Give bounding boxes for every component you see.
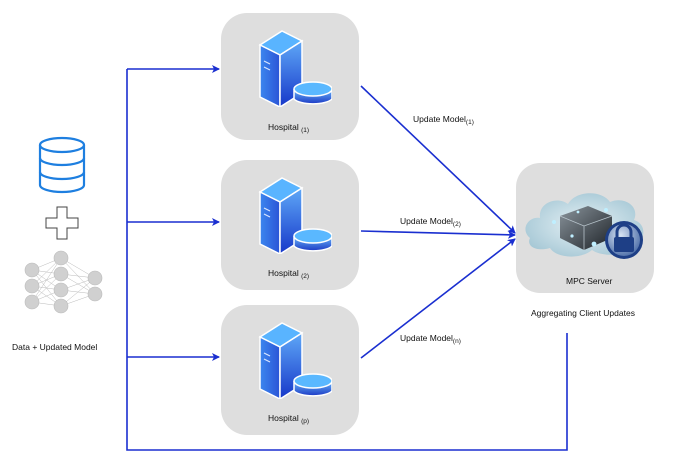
hospital-name: Hospital xyxy=(268,413,299,423)
distribution-trunk xyxy=(126,69,568,451)
update-label-1: Update Model(1) xyxy=(413,114,474,126)
hospital-index: (2) xyxy=(301,273,310,280)
server-icon-2 xyxy=(258,177,332,254)
update-name: Update Model xyxy=(400,333,453,343)
server-icon-p xyxy=(258,322,332,399)
update-name: Update Model xyxy=(400,216,453,226)
neural-network-icon xyxy=(24,250,103,314)
cloud-server-icon xyxy=(525,193,644,259)
update-arrow-n xyxy=(360,238,516,359)
update-arrow-1 xyxy=(360,85,516,234)
plus-icon xyxy=(45,206,79,240)
hospital-label-p: Hospital (p) xyxy=(268,413,309,425)
update-arrow-2 xyxy=(360,230,516,239)
hospital-index: (p) xyxy=(301,418,310,425)
hospital-name: Hospital xyxy=(268,122,299,132)
update-index: (2) xyxy=(452,221,461,228)
mpc-server-label: MPC Server xyxy=(566,276,613,286)
hospital-label-1: Hospital (1) xyxy=(268,122,309,134)
server-icon-1 xyxy=(258,30,332,107)
database-icon xyxy=(38,136,86,194)
hospital-index: (1) xyxy=(301,127,310,134)
source-label: Data + Updated Model xyxy=(12,342,98,352)
update-label-2: Update Model(2) xyxy=(400,216,461,228)
update-index: (1) xyxy=(465,119,474,126)
update-index: (n) xyxy=(452,338,461,345)
aggregation-caption: Aggregating Client Updates xyxy=(531,308,635,318)
hospital-name: Hospital xyxy=(268,268,299,278)
update-name: Update Model xyxy=(413,114,466,124)
hospital-label-2: Hospital (2) xyxy=(268,268,309,280)
update-label-n: Update Model(n) xyxy=(400,333,461,345)
